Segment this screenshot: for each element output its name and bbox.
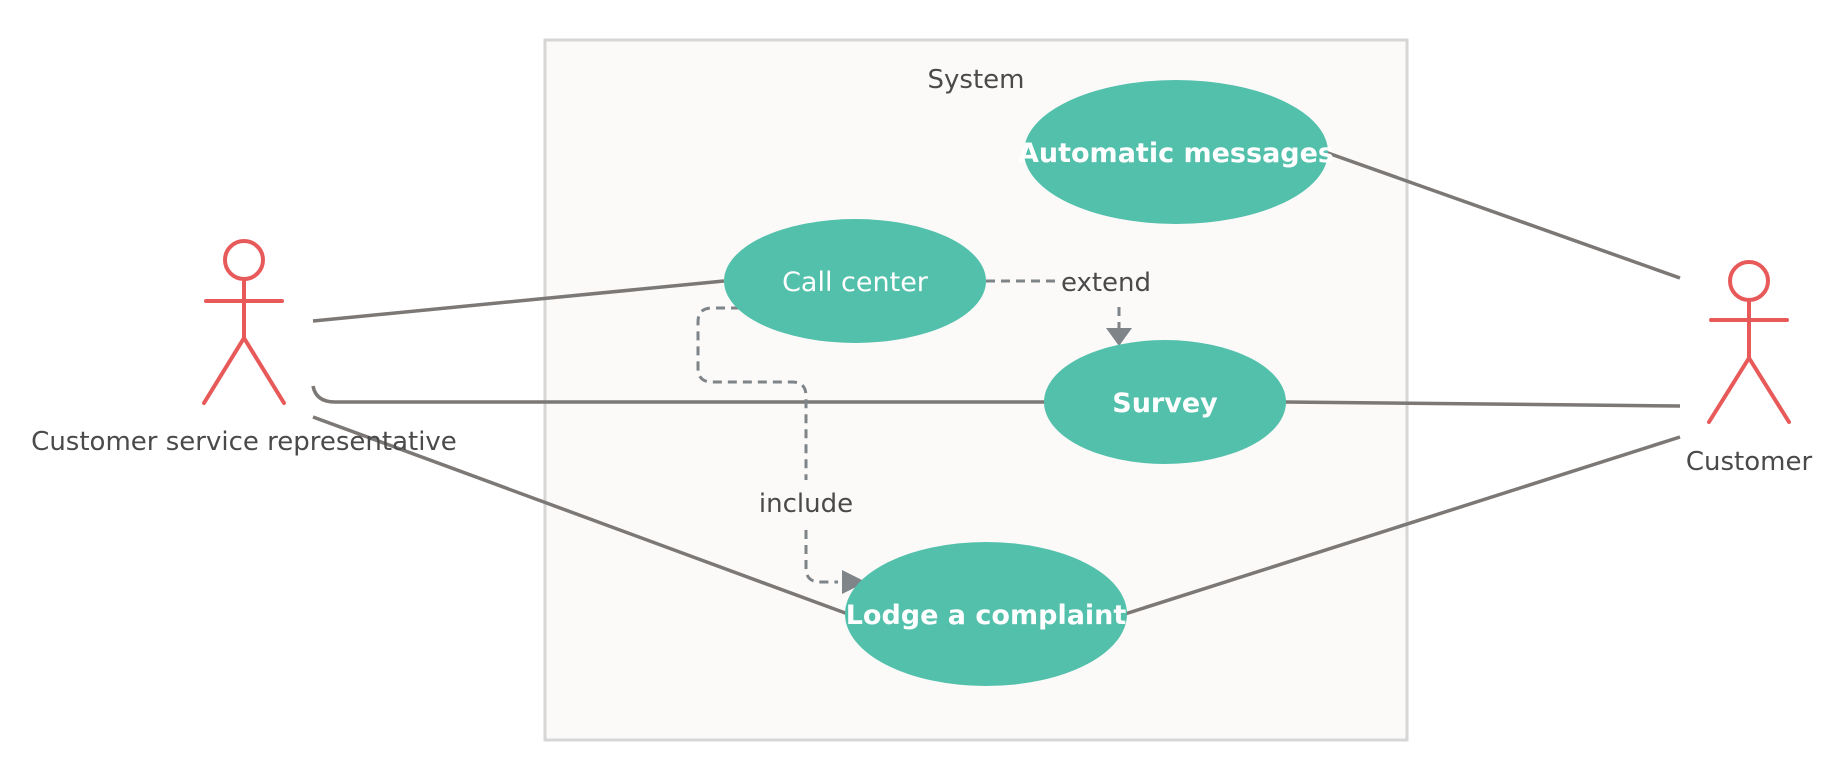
association-customer-complaint (1124, 435, 1681, 616)
actor-label-representative: Customer service representative (31, 427, 457, 457)
use-case-label: Lodge a complaint (846, 600, 1127, 631)
use-case-label: Automatic messages (1018, 138, 1334, 169)
use-case-survey[interactable]: Survey (1044, 340, 1286, 464)
association-rep-complaint (312, 415, 849, 616)
extend-label: extend (1061, 268, 1151, 298)
actor-label-customer: Customer (1686, 447, 1813, 477)
extend-arrowhead (1106, 328, 1132, 346)
use-case-label: Call center (782, 267, 929, 298)
association-rep-call-center (312, 279, 725, 323)
system-label: System (928, 65, 1025, 95)
include-label: include (759, 489, 853, 519)
actor-representative[interactable] (202, 239, 286, 405)
use-case-label: Survey (1112, 388, 1218, 419)
association-rep-survey (311, 385, 1045, 404)
actor-head-icon (223, 239, 265, 281)
use-case-call-center[interactable]: Call center (724, 219, 986, 343)
use-case-lodge-complaint[interactable]: Lodge a complaint (845, 542, 1127, 686)
include-dashed-path-lower (804, 530, 838, 584)
association-customer-survey (1284, 400, 1681, 408)
use-case-automatic-messages[interactable]: Automatic messages (1018, 80, 1334, 224)
include-dashed-path-upper (696, 306, 808, 480)
actor-head-icon (1728, 260, 1770, 302)
association-customer-auto-messages (1324, 150, 1681, 280)
actor-customer[interactable] (1707, 260, 1791, 424)
include-arrowhead (842, 570, 866, 594)
